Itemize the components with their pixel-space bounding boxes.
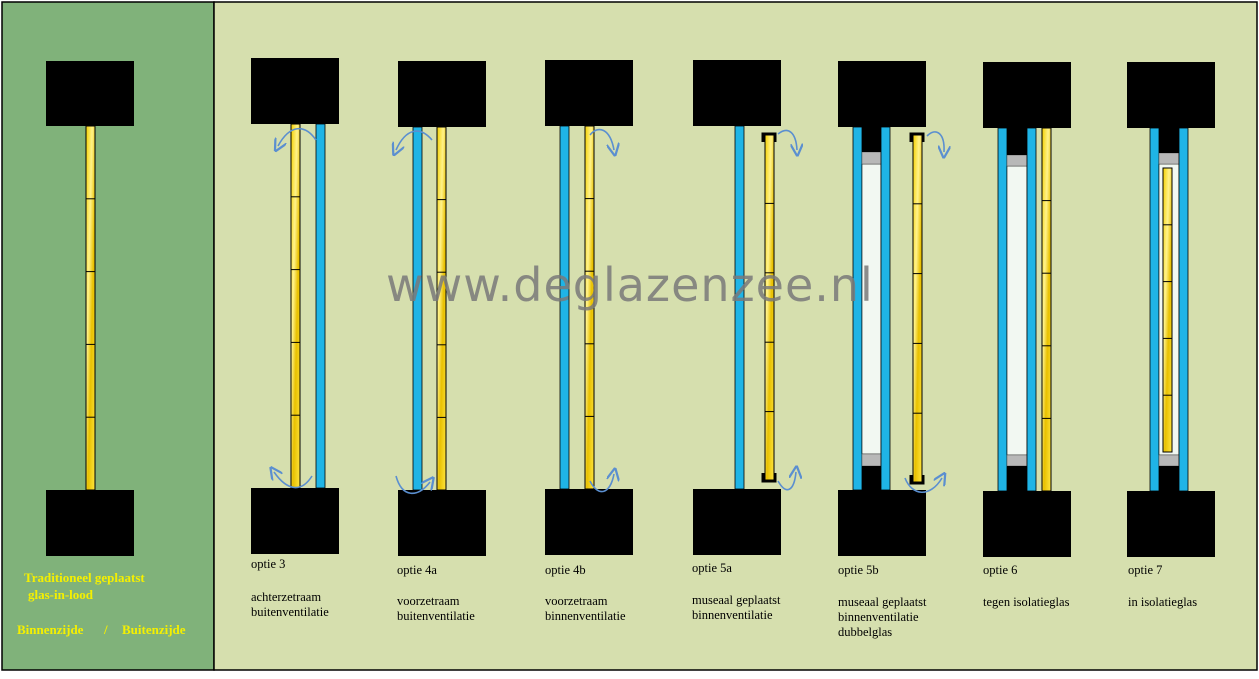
- gap-seal: [1007, 128, 1027, 155]
- frame-block: [838, 490, 926, 556]
- option-id-label: optie 7: [1128, 563, 1163, 577]
- spacer: [1158, 454, 1180, 467]
- frame-block: [983, 62, 1071, 128]
- frame-block: [693, 60, 781, 126]
- option-id-label: optie 6: [983, 563, 1018, 577]
- glass-pane: [559, 125, 570, 490]
- leaded-glass-panel: [85, 125, 96, 491]
- glass-pane: [997, 127, 1008, 492]
- spacer: [1006, 454, 1028, 467]
- ventilation-arrow: [777, 129, 797, 150]
- leaded-glass-panel: [912, 133, 923, 484]
- frame-block: [1127, 491, 1215, 557]
- gap-seal: [862, 466, 881, 490]
- option-description: tegen isolatieglas: [983, 595, 1070, 609]
- glass-pane: [880, 126, 891, 491]
- frame-block: [46, 61, 134, 126]
- option-id-label: optie 5b: [838, 563, 879, 577]
- glass-pane: [1149, 127, 1160, 492]
- leaded-glass-panel: [1041, 127, 1052, 492]
- museum-clip: [909, 132, 925, 142]
- frame-block: [1127, 62, 1215, 128]
- gap-seal: [1007, 466, 1027, 491]
- ventilation-arrow: [274, 472, 313, 489]
- option-id-label: optie 4b: [545, 563, 586, 577]
- insulating-gap: [1006, 165, 1028, 456]
- frame-block: [693, 489, 781, 555]
- inside-label: Binnenzijde: [17, 622, 84, 637]
- option-id-label: optie 3: [251, 557, 286, 571]
- ventilation-arrow: [395, 476, 430, 495]
- gap-seal: [1159, 128, 1179, 153]
- frame-block: [398, 490, 486, 556]
- ventilation-arrow: [777, 472, 796, 491]
- gap-seal: [862, 127, 881, 152]
- option-id-label: optie 5a: [692, 561, 732, 575]
- frame-block: [46, 490, 134, 556]
- ventilation-arrow: [926, 131, 944, 152]
- gap-seal: [1159, 466, 1179, 491]
- spacer: [861, 453, 882, 467]
- spacer: [1006, 154, 1028, 167]
- traditional-line2: glas-in-lood: [28, 587, 94, 602]
- frame-block: [251, 58, 339, 124]
- leaded-glass-panel: [436, 126, 447, 491]
- leaded-glass-panel: [1162, 167, 1173, 453]
- glass-pane: [315, 123, 326, 489]
- spacer: [861, 151, 882, 165]
- leaded-glass-panel: [584, 125, 595, 490]
- frame-block: [545, 489, 633, 555]
- watermark: www.deglazenzee.nl: [386, 258, 874, 312]
- glass-pane: [734, 125, 745, 490]
- option-description: in isolatieglas: [1128, 595, 1198, 609]
- ventilation-arrow: [396, 130, 433, 150]
- leaded-glass-panel: [290, 123, 301, 489]
- traditional-line1: Traditioneel geplaatst: [24, 570, 145, 585]
- ventilation-arrow: [589, 128, 614, 150]
- museum-clip: [761, 473, 777, 483]
- glass-pane: [1178, 127, 1189, 492]
- frame-block: [838, 61, 926, 127]
- frame-block: [983, 491, 1071, 557]
- frame-block: [398, 61, 486, 127]
- ventilation-arrow: [278, 127, 317, 146]
- frame-block: [545, 60, 633, 126]
- option-id-label: optie 4a: [397, 563, 437, 577]
- museum-clip: [761, 132, 777, 142]
- spacer: [1158, 152, 1180, 165]
- glass-pane: [412, 126, 423, 491]
- frame-block: [251, 488, 339, 554]
- outside-label: Buitenzijde: [122, 622, 186, 637]
- museum-clip: [909, 475, 925, 485]
- glass-pane: [1026, 127, 1037, 492]
- ventilation-arrow: [589, 474, 614, 493]
- ventilation-arrow: [904, 478, 942, 494]
- separator-label: /: [104, 622, 108, 637]
